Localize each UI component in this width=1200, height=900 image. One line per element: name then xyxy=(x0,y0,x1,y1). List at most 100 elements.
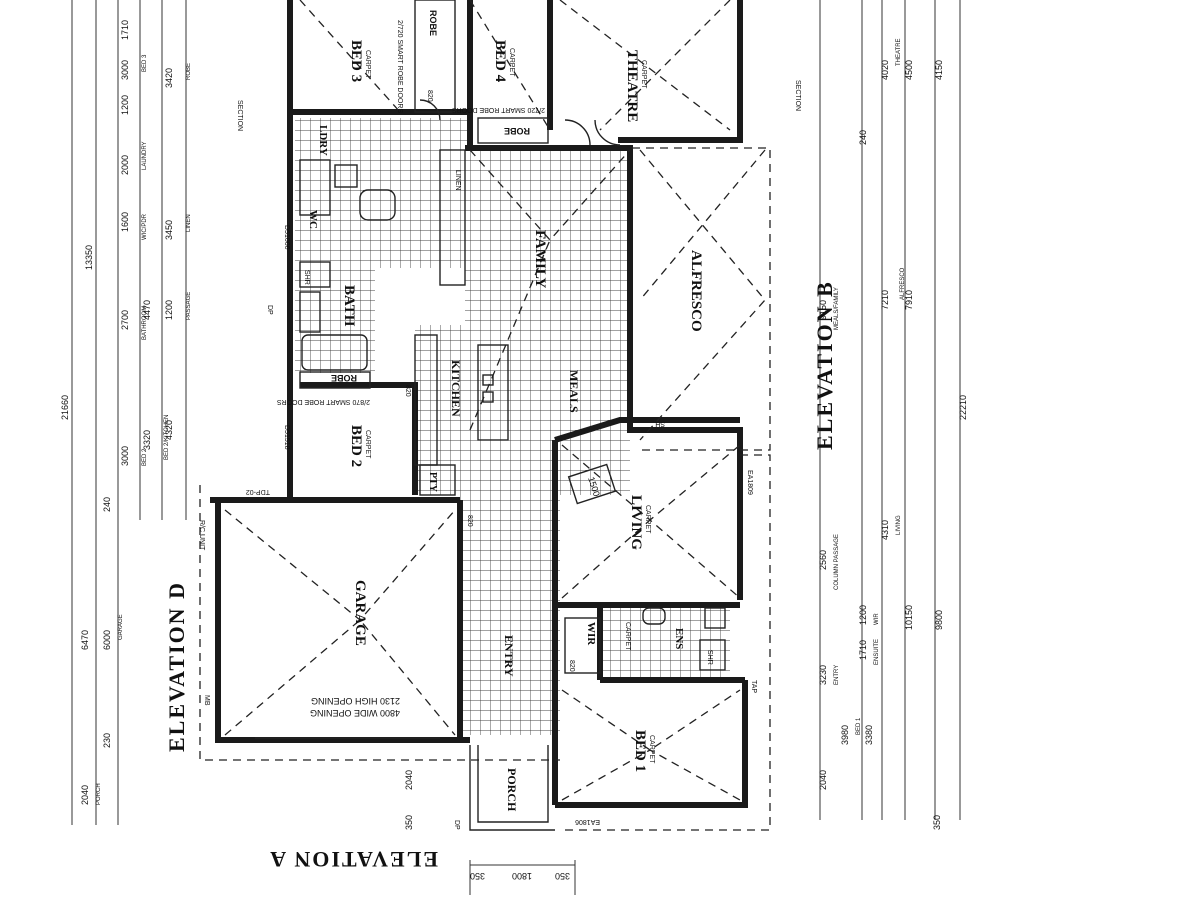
dim-7210-right: 7210 xyxy=(880,290,890,310)
ea1806-label: EA1806 xyxy=(575,818,600,825)
dim-1200b-left: 1200 xyxy=(164,300,174,320)
dim-230-left: 230 xyxy=(102,733,112,748)
dim-22210-right: 22210 xyxy=(958,395,968,420)
dim-overall-left: 21660 xyxy=(60,395,70,420)
tiled-areas xyxy=(295,118,730,735)
dim-1600-left: 1600 xyxy=(120,212,130,232)
elevation-b-label: ELEVATION B xyxy=(812,280,837,450)
room-labels: BED 3 CARPET BED 4 CARPET THEATRE CARPET… xyxy=(307,40,704,812)
dim-240-right: 240 xyxy=(858,130,868,145)
roof-hip-lines xyxy=(224,0,766,801)
garage-opening-2: 2130 HIGH OPENING xyxy=(311,696,400,706)
room-wc-label: WC xyxy=(307,210,319,229)
elevation-labels: ELEVATION A ELEVATION B ELEVATION D xyxy=(164,280,837,872)
dim-7910-right: 7910 xyxy=(904,290,914,310)
dimlabel-bed1: BED 1 xyxy=(856,717,862,735)
dim-10150-right: 10150 xyxy=(904,605,914,630)
dimlabel-passage: PASSAGE xyxy=(186,292,192,320)
dim-1200-left: 1200 xyxy=(120,95,130,115)
room-family-label: FAMILY xyxy=(532,230,548,289)
door-820-a: 820 xyxy=(426,90,433,102)
dim-2040-left: 2040 xyxy=(80,785,90,805)
door-820-b: 820 xyxy=(404,385,411,397)
dimlabel-laundry: LAUNDRY xyxy=(142,141,148,170)
dimlabel-garage: GARAGE xyxy=(118,614,124,640)
room-living-label: LIVING xyxy=(628,495,644,550)
room-bed4-label: BED 4 xyxy=(492,40,508,83)
room-bed3-label: BED 3 xyxy=(348,40,364,82)
robe-label-bed3: ROBE xyxy=(428,10,438,36)
dim-2700-left: 2700 xyxy=(120,310,130,330)
door-820-c: 820 xyxy=(466,515,473,527)
dimlabel-mealsfamily: MEALS/FAMILY xyxy=(834,287,840,330)
dim-2040-garage-bottom: 2040 xyxy=(404,770,414,790)
robe-doors-bed2: 2/870 SMART ROBE DOORS xyxy=(277,398,370,405)
dimlabel-entry: ENTRY xyxy=(834,665,840,685)
section-label-right: SECTION xyxy=(794,80,801,111)
dimlabel-bathroom: BATHROOM xyxy=(142,306,148,340)
dim-350-porch-bottom: 350 xyxy=(404,815,414,830)
room-bed1-label: BED 1 xyxy=(632,730,648,772)
room-ldry-label: LDRY xyxy=(317,125,329,156)
room-bed4-sub: CARPET xyxy=(508,48,515,77)
dimlabel-bed3: BED 3 xyxy=(142,54,148,72)
shr-label-ens: SHR xyxy=(706,650,713,665)
tdp-label: TDP-02 xyxy=(246,488,270,495)
room-theatre-label: THEATRE xyxy=(624,50,640,122)
dim-9150-right: 9150 xyxy=(818,300,828,320)
elevation-a-label: ELEVATION A xyxy=(268,847,438,872)
interior-details xyxy=(255,0,726,739)
dim-2000-left: 2000 xyxy=(120,155,130,175)
room-wir-label: WIR xyxy=(585,622,597,646)
rc-unit-label: R/C UNIT xyxy=(198,520,205,551)
dim-350-bottom-a: 350 xyxy=(470,871,485,881)
dim-9800-right: 9800 xyxy=(934,610,944,630)
room-bed2-sub: CARPET xyxy=(364,430,371,459)
robe-doors-bed3: 2/720 SMART ROBE DOORS xyxy=(396,20,403,113)
dim-bed3-left: 3000 xyxy=(120,60,130,80)
dim-3380-right: 3380 xyxy=(864,725,874,745)
dim-6000-left: 6000 xyxy=(102,630,112,650)
dim-3980-right: 3980 xyxy=(840,725,850,745)
right-dimensions: 4020 4500 4150 9150 7210 7910 22210 2560… xyxy=(818,0,968,830)
room-bed3-sub: CARPET xyxy=(364,50,371,79)
dim-mid-left: 13350 xyxy=(84,245,94,270)
dimlabel-theatre: THEATRE xyxy=(896,38,902,66)
garage-opening-1: 4800 WIDE OPENING xyxy=(310,708,400,718)
mb-label: MB xyxy=(203,695,210,706)
dim-240-left: 240 xyxy=(102,497,112,512)
dimlabel-linen: LINEN xyxy=(186,214,192,232)
robe-doors-bed4: 2/720 SMART ROBE DOORS xyxy=(452,106,545,113)
door-820-d: 820 xyxy=(568,660,575,672)
dim-4470-left: 4470 xyxy=(142,300,152,320)
dim-3000-left: 3000 xyxy=(120,446,130,466)
dim-6470-left: 6470 xyxy=(80,630,90,650)
dimlabel-wic: WIC/PDR xyxy=(142,213,148,240)
linen-label: LINEN xyxy=(454,170,461,191)
dim-4150-right: 4150 xyxy=(934,60,944,80)
dimlabel-wir: WIR xyxy=(874,613,880,625)
dim-2040-right: 2040 xyxy=(818,770,828,790)
dimlabel-column-passage: COLUMN PASSAGE xyxy=(834,534,840,590)
dim-2560-right: 2560 xyxy=(818,550,828,570)
robe-label-bed4: ROBE xyxy=(504,126,530,136)
dim-350-bottom-b: 350 xyxy=(555,871,570,881)
dim-3420-left: 3420 xyxy=(164,68,174,88)
dimlabel-ensuite: ENSUITE xyxy=(874,639,880,665)
room-kitchen-label: KITCHEN xyxy=(449,360,463,417)
dim-3450-left: 3450 xyxy=(164,220,174,240)
room-ens-label: ENS xyxy=(673,628,685,649)
robe-label-bed2: ROBE xyxy=(331,373,357,383)
room-alfresco-label: ALFRESCO xyxy=(688,250,704,332)
bottom-dimensions: 350 1800 350 2040 350 xyxy=(404,770,576,895)
dim-4320-left: 4320 xyxy=(164,420,174,440)
dimlabel-porch: PORCH xyxy=(96,783,102,805)
dim-1800-bottom: 1800 xyxy=(512,871,532,881)
room-porch-label: PORCH xyxy=(505,768,519,812)
dimlabel-robe: ROBE xyxy=(186,63,192,80)
dimlabel-alfresco: ALFRESCO xyxy=(900,267,906,300)
room-entry-label: ENTRY xyxy=(502,635,516,677)
room-bath-label: BATH xyxy=(341,285,357,327)
dim-4310-right: 4310 xyxy=(880,520,890,540)
